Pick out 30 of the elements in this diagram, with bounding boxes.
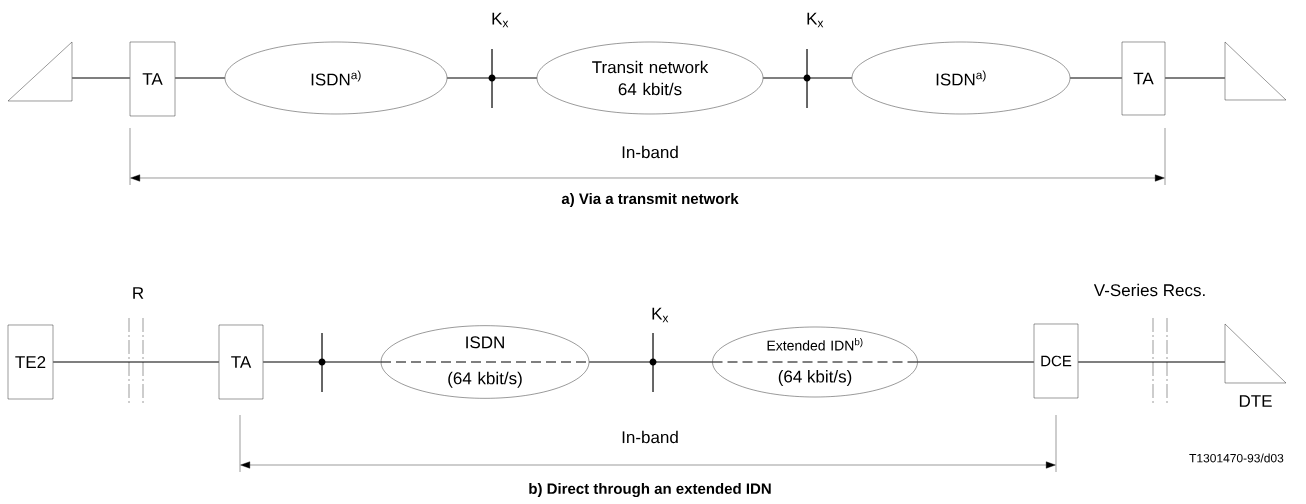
connection-line (588, 361, 713, 363)
connection-line (52, 361, 220, 363)
terminal-triangle (1224, 41, 1287, 101)
equipment-box: TE2 (7, 324, 54, 400)
connection-line (174, 77, 226, 79)
connection-line (71, 77, 131, 79)
connection-line (762, 77, 853, 79)
node-caption: DTE (1239, 395, 1272, 407)
terminal-triangle (1224, 323, 1287, 384)
equipment-box: TA (129, 41, 176, 117)
connection-line (917, 361, 1035, 363)
label-text: V-Series Recs. (1093, 283, 1205, 297)
connection-line (1069, 77, 1123, 79)
connection-line (446, 77, 538, 79)
label-text: K$_{x}$ (807, 12, 824, 28)
label-text: K$_{x}$ (492, 12, 509, 28)
figure-caption: a) Via a transmit network (561, 193, 739, 207)
equipment-box: DCE (1033, 323, 1079, 399)
figure-caption: b) Direct through an extended IDN (529, 483, 771, 498)
label-text: T1301470-93/d03 (1189, 453, 1284, 463)
connection-line (1164, 77, 1226, 79)
label-text: In-band (622, 430, 678, 444)
equipment-box: TA (1121, 41, 1166, 116)
label-text: K$_{x}$ (652, 307, 669, 323)
equipment-box: TA (218, 324, 264, 400)
terminal-triangle (7, 41, 73, 102)
label-text: R (133, 287, 144, 299)
connection-line (1077, 361, 1226, 363)
connection-line (262, 361, 382, 363)
label-text: In-band (622, 145, 678, 159)
